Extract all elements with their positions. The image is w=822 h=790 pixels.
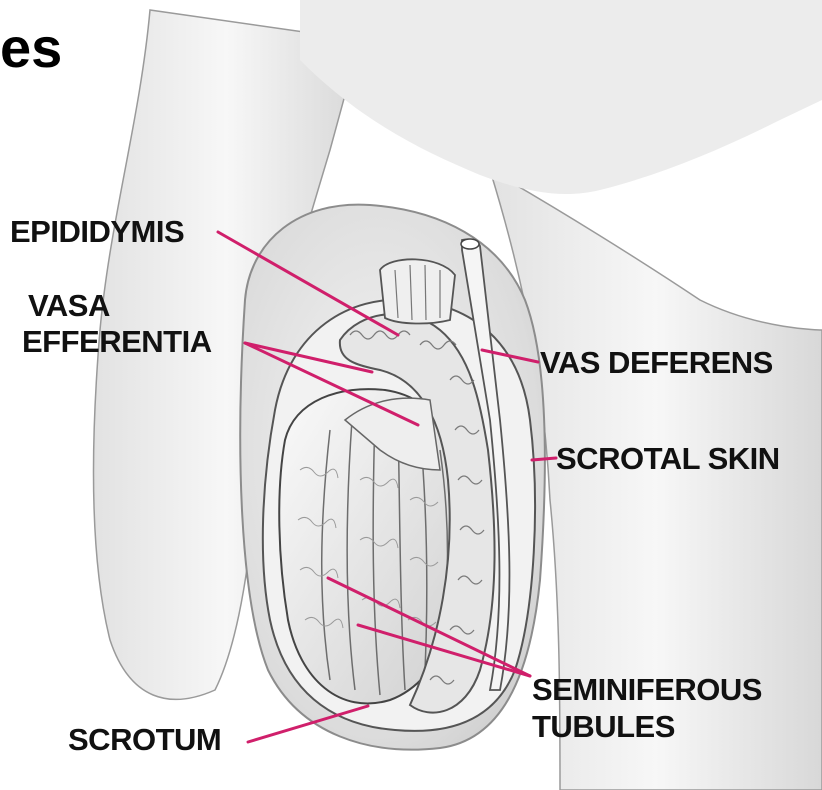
vas-deferens-opening [461, 239, 479, 249]
leader-scrotal-skin [532, 458, 556, 460]
label-vasa: VASA [28, 290, 110, 322]
label-epididymis: EPIDIDYMIS [10, 216, 184, 248]
groin-shadow [300, 0, 822, 194]
label-tubules: TUBULES [532, 711, 675, 743]
spermatic-cord [380, 259, 455, 323]
title-fragment: es [0, 18, 62, 78]
label-scrotal-skin: SCROTAL SKIN [556, 443, 780, 475]
label-seminiferous: SEMINIFEROUS [532, 674, 762, 706]
label-efferentia: EFFERENTIA [22, 326, 212, 358]
label-scrotum: SCROTUM [68, 724, 221, 756]
label-vas-deferens: VAS DEFERENS [540, 347, 773, 379]
